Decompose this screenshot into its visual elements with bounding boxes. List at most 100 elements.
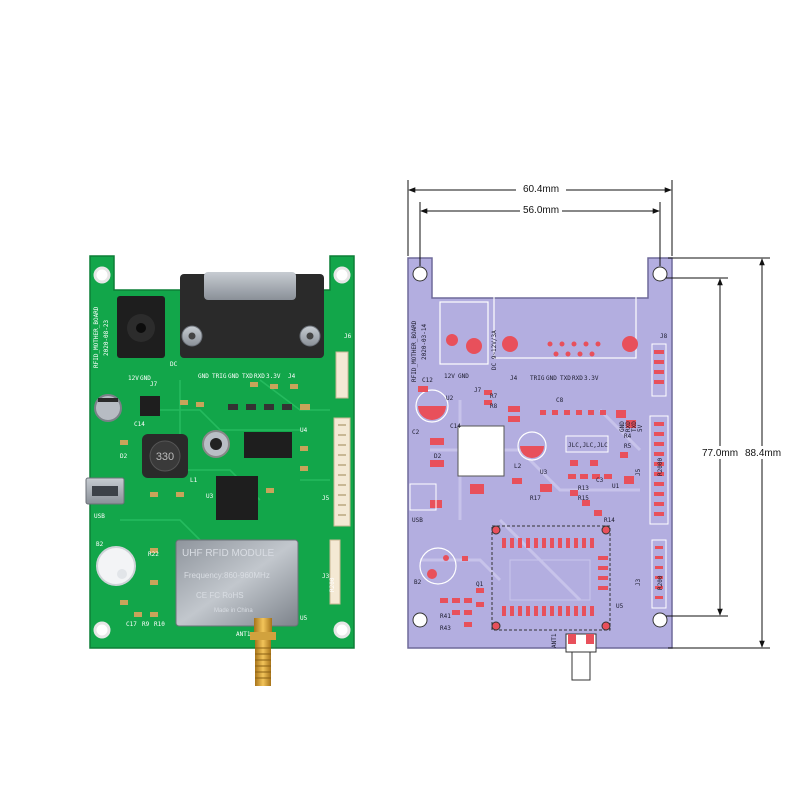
svg-text:R2000: R2000: [657, 458, 664, 476]
drawing-hole: [652, 266, 668, 282]
drawing-usb-label: USB: [412, 517, 423, 524]
photo-power-label-12v: 12V: [128, 375, 139, 382]
svg-text:R4: R4: [624, 433, 632, 440]
drawing-hole: [412, 612, 428, 628]
module-origin: Made in China: [214, 608, 253, 614]
svg-text:C2: C2: [412, 429, 420, 436]
drawing-board-name: RFID_MOTHER_BOARD: [411, 320, 418, 382]
dimensions: 60.4mm 56.0mm 77.0mm 88.4mm: [407, 180, 784, 649]
drawing-usb: [409, 483, 437, 511]
svg-text:Q1: Q1: [476, 581, 484, 588]
svg-text:J4: J4: [288, 373, 296, 380]
inductor-mark: 330: [156, 451, 174, 463]
drawing-power-12v: 12V: [444, 373, 455, 380]
drawing-buzzer: [419, 547, 457, 585]
svg-text:R8: R8: [490, 403, 498, 410]
svg-text:D2: D2: [120, 453, 128, 460]
svg-text:B2: B2: [96, 541, 104, 548]
photo-board: 330: [85, 255, 355, 686]
photo-board-name: RFID_MOTHER_BOARD: [93, 306, 100, 368]
svg-text:J5: J5: [322, 495, 330, 502]
smd-components: [120, 382, 310, 617]
drawing-connector-labels: TRIG GND TXD RXD 3.3V: [530, 375, 599, 382]
drawing-board: JLC,JLC,JLC: [407, 257, 673, 681]
header-j3: [329, 539, 341, 605]
svg-text:GND: GND: [546, 375, 557, 382]
header-j6: [335, 351, 349, 399]
drawing-chip-mark: JLC,JLC,JLC: [568, 442, 608, 449]
svg-text:5V: 5V: [637, 424, 644, 432]
svg-text:R7: R7: [490, 393, 498, 400]
svg-text:L2: L2: [514, 463, 522, 470]
svg-text:TRIG: TRIG: [212, 373, 227, 380]
dim-outer-width: 60.4mm: [523, 184, 559, 195]
svg-text:L1: L1: [190, 477, 198, 484]
drawing-dc-spec: DC 9~12V/3A: [491, 330, 498, 370]
svg-text:RXD: RXD: [254, 373, 265, 380]
photo-ref-labels: J6 J4 J7 J5 J3 B2 U5 ANT1 R200 D2 C14 L1…: [96, 333, 352, 638]
drawing-db9: [493, 287, 637, 359]
svg-text:R5: R5: [624, 443, 632, 450]
ic-u4: [244, 432, 292, 458]
svg-text:R22: R22: [148, 551, 159, 558]
photo-usb-label: USB: [94, 513, 105, 520]
dim-hole-height: 77.0mm: [702, 448, 738, 459]
svg-text:J5: J5: [635, 468, 642, 476]
svg-text:RXD: RXD: [625, 421, 632, 432]
svg-text:R43: R43: [440, 625, 451, 632]
photo-dc-label: DC: [170, 361, 178, 368]
svg-text:C12: C12: [422, 377, 433, 384]
module-frequency: Frequency:860-960MHz: [184, 571, 270, 580]
sma-antenna: [250, 618, 276, 686]
svg-text:TXD: TXD: [242, 373, 253, 380]
drawing-header-j8: [651, 343, 667, 397]
drawing-board-date: 2020-03-14: [421, 323, 428, 360]
svg-text:3.3V: 3.3V: [266, 373, 281, 380]
drawing-ref-labels: J8 J4 J7 J5 J3 C12 C2 U2 C14 D2 L2 U3 U1…: [412, 333, 668, 648]
drawing-right-header-labels: GND RXD TXD 5V: [619, 421, 644, 432]
svg-text:R200: R200: [329, 577, 336, 592]
module-pads: [502, 538, 608, 616]
svg-text:TXD: TXD: [631, 421, 638, 432]
svg-text:C14: C14: [450, 423, 461, 430]
drawing-header-j3: [651, 539, 667, 609]
mount-hole: [93, 621, 111, 639]
drawing-chip: [565, 435, 609, 453]
svg-text:U2: U2: [446, 395, 454, 402]
drawing-ic-block: [457, 425, 505, 477]
svg-text:J8: J8: [660, 333, 668, 340]
svg-text:C3: C3: [596, 477, 604, 484]
svg-text:R15: R15: [578, 495, 589, 502]
svg-text:R200: R200: [657, 575, 664, 590]
svg-text:R9: R9: [142, 621, 150, 628]
svg-text:J7: J7: [474, 387, 482, 394]
mount-hole: [333, 621, 351, 639]
svg-text:C17: C17: [126, 621, 137, 628]
svg-text:R10: R10: [154, 621, 165, 628]
svg-text:C8: C8: [556, 397, 564, 404]
svg-text:J3: J3: [635, 578, 642, 586]
photo-board-date: 2020-08-23: [103, 319, 110, 356]
svg-text:R41: R41: [440, 613, 451, 620]
drawing-hole: [652, 612, 668, 628]
svg-text:TRIG: TRIG: [530, 375, 545, 382]
svg-text:B2: B2: [414, 579, 422, 586]
buzzer-b2: [96, 546, 136, 586]
mount-hole: [333, 266, 351, 284]
drawing-capacitor: [517, 431, 547, 461]
photo-connector-labels: GND TRIG GND TXD RXD 3.3V: [198, 373, 281, 380]
svg-text:U5: U5: [300, 615, 308, 622]
dim-outer-height: 88.4mm: [745, 448, 781, 459]
drawing-power-gnd: GND: [458, 373, 469, 380]
svg-text:U4: U4: [300, 427, 308, 434]
svg-text:ANT1: ANT1: [551, 633, 558, 648]
svg-text:J6: J6: [344, 333, 352, 340]
ic-u3: [216, 476, 258, 520]
svg-text:U3: U3: [206, 493, 214, 500]
svg-text:U1: U1: [612, 483, 620, 490]
drawing-header-j5: [649, 415, 669, 525]
svg-text:R13: R13: [578, 485, 589, 492]
svg-text:D2: D2: [434, 453, 442, 460]
svg-text:J7: J7: [150, 381, 158, 388]
